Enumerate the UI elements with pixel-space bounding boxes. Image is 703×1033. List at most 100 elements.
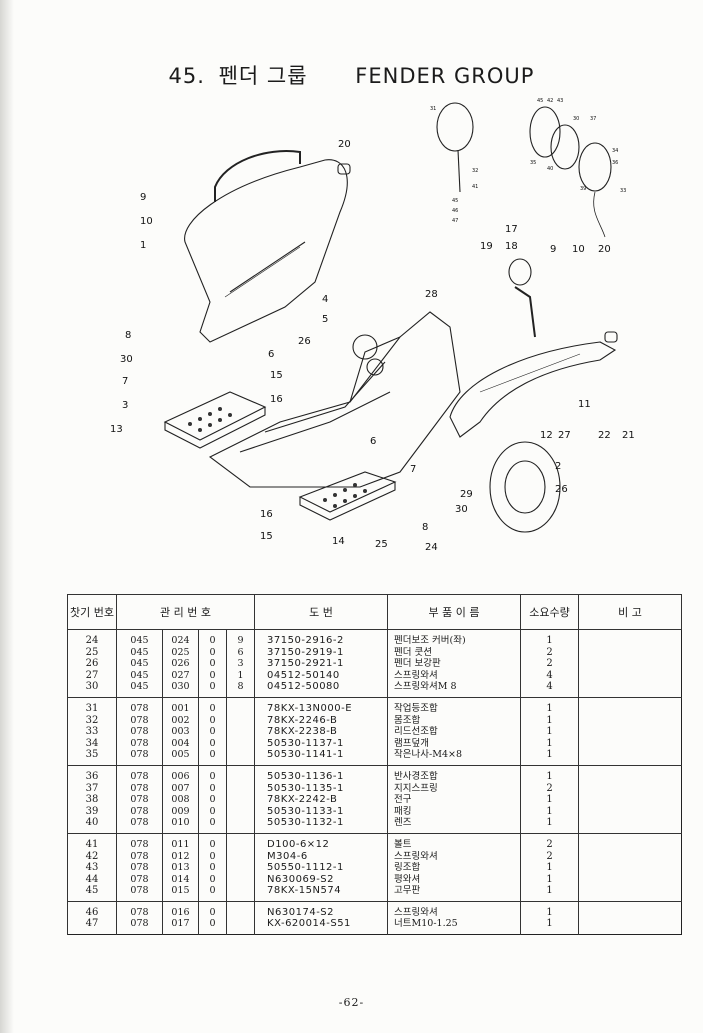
cell-value-m3: 0 bbox=[209, 873, 216, 885]
cell-value-m4 bbox=[227, 726, 254, 738]
cell-value-no: 25 bbox=[85, 646, 99, 658]
callout-number: 27 bbox=[558, 430, 571, 441]
cell-value-no: 35 bbox=[85, 749, 99, 761]
callout-number: 30 bbox=[455, 504, 468, 515]
cell-value-pn: 78KX-2242-B bbox=[267, 794, 338, 806]
cell-value-m4 bbox=[227, 771, 254, 783]
cell-value-pn: 50530-1137-1 bbox=[267, 737, 344, 749]
cell-value-pn: N630069-S2 bbox=[267, 873, 335, 885]
cell-value-qty: 1 bbox=[546, 714, 553, 726]
cell-value-pn: D100-6×12 bbox=[267, 838, 330, 850]
cell-value-qty: 2 bbox=[546, 658, 553, 670]
callout-number: 8 bbox=[125, 330, 131, 341]
cell-value-m3: 0 bbox=[209, 669, 216, 681]
cell-value-m1: 045 bbox=[130, 658, 149, 670]
cell-value-qty: 1 bbox=[546, 794, 553, 806]
callout-number: 9 bbox=[550, 244, 556, 255]
cell-value-qty: 1 bbox=[546, 817, 553, 829]
cell-value-m1: 078 bbox=[130, 918, 149, 930]
cell-value-no: 37 bbox=[85, 782, 99, 794]
cell-value-m1: 078 bbox=[130, 850, 149, 862]
callout-number: 6 bbox=[268, 349, 274, 360]
cell-value-m2: 030 bbox=[171, 681, 190, 693]
cell-value-qty: 1 bbox=[546, 805, 553, 817]
cell-value-m1: 078 bbox=[130, 873, 149, 885]
callout-number: 22 bbox=[598, 430, 611, 441]
callout-number: 15 bbox=[260, 531, 273, 542]
cell-value-pn: 50530-1132-1 bbox=[267, 817, 344, 829]
cell-value-m2: 014 bbox=[171, 873, 190, 885]
cell-value-m3: 0 bbox=[209, 805, 216, 817]
cell-value-m3: 0 bbox=[209, 782, 216, 794]
title-english: FENDER GROUP bbox=[355, 64, 535, 88]
callout-number: 4 bbox=[322, 294, 328, 305]
cell-value-name: 펜더 쿳션 bbox=[394, 646, 433, 658]
cell-value-name: 스프링와셔 bbox=[394, 850, 438, 862]
table-cell-m4 bbox=[225, 696, 255, 766]
cell-value-m1: 078 bbox=[130, 794, 149, 806]
cell-value-qty: 1 bbox=[546, 918, 553, 930]
cell-value-m3: 0 bbox=[209, 702, 216, 714]
cell-value-no: 24 bbox=[85, 635, 99, 646]
cell-value-qty: 2 bbox=[546, 646, 553, 658]
cell-value-qty: 2 bbox=[546, 850, 553, 862]
cell-value-m4 bbox=[227, 794, 254, 806]
cell-value-m2: 001 bbox=[171, 702, 190, 714]
cell-value-no: 26 bbox=[85, 658, 99, 670]
cell-value-name: 반사경조합 bbox=[394, 770, 438, 782]
cell-value-m2: 012 bbox=[171, 850, 190, 862]
step-plate-holes bbox=[188, 407, 367, 508]
cell-value-pn: 37150-2916-2 bbox=[267, 635, 344, 646]
cell-value-name: 작업등조합 bbox=[394, 702, 438, 714]
cell-value-name: 램프덮개 bbox=[394, 737, 430, 749]
table-cell-m4 bbox=[225, 832, 255, 902]
cell-value-m4: 8 bbox=[237, 681, 244, 693]
callout-number: 16 bbox=[260, 509, 273, 520]
callout-number: 12 bbox=[540, 430, 553, 441]
cell-value-m4 bbox=[227, 885, 254, 897]
cell-value-m4 bbox=[227, 918, 254, 930]
page-edge-shadow bbox=[0, 0, 14, 1033]
cell-value-pn: 78KX-15N574 bbox=[267, 885, 342, 897]
cell-value-qty: 4 bbox=[546, 669, 553, 681]
table-cell-remarks bbox=[578, 764, 682, 834]
cell-value-m4 bbox=[227, 874, 254, 886]
cell-value-m1: 078 bbox=[130, 817, 149, 829]
cell-value-name: 지지스프링 bbox=[394, 782, 438, 794]
cell-value-qty: 1 bbox=[546, 726, 553, 738]
cell-value-qty: 1 bbox=[546, 635, 553, 646]
callout-number: 10 bbox=[140, 216, 153, 227]
cell-value-name: 링조합 bbox=[394, 862, 421, 874]
cell-value-name: 펜더보조 커버(좌) bbox=[394, 635, 466, 646]
cell-value-name: 리드선조합 bbox=[394, 726, 438, 738]
cell-value-pn: 50530-1133-1 bbox=[267, 805, 344, 817]
cell-value-m4 bbox=[227, 851, 254, 863]
callout-number: 9 bbox=[140, 192, 146, 203]
callout-number: 14 bbox=[332, 536, 345, 547]
cell-value-m4 bbox=[227, 749, 254, 761]
cell-value-m3: 0 bbox=[209, 838, 216, 850]
cell-value-m1: 078 bbox=[130, 737, 149, 749]
callout-number: 1 bbox=[140, 240, 146, 251]
cell-value-m2: 005 bbox=[171, 749, 190, 761]
header-mgmt-no: 관 리 번 호 bbox=[115, 594, 256, 630]
table-cell-remarks bbox=[578, 832, 682, 902]
cell-value-pn: 50530-1136-1 bbox=[267, 770, 344, 782]
cell-value-m3: 0 bbox=[209, 681, 216, 693]
small-callout-number: 39 bbox=[580, 186, 586, 192]
cell-value-m3: 0 bbox=[209, 918, 216, 930]
page-title: 45. 펜더 그룹 FENDER GROUP bbox=[0, 60, 703, 90]
cell-value-name: 펜더 보강판 bbox=[394, 658, 441, 670]
